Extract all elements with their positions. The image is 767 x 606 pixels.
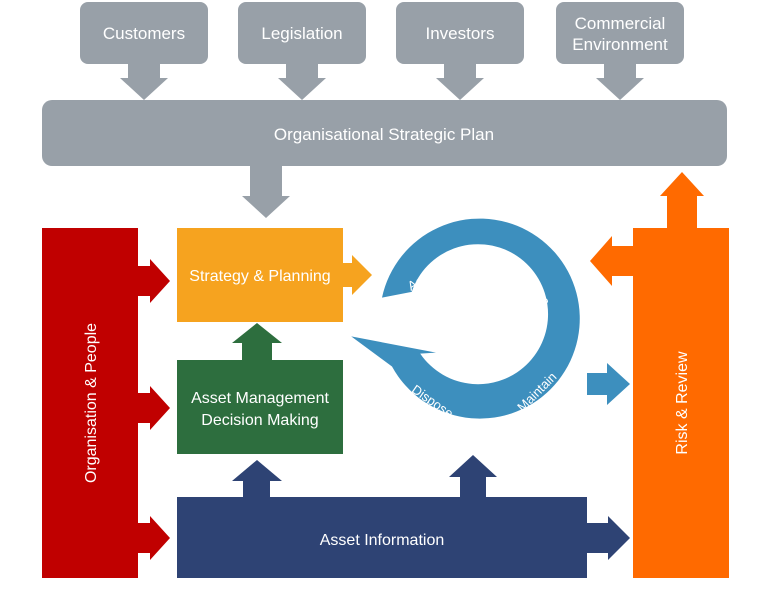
input-customers-arrow — [120, 63, 168, 100]
risk-to-strategic-plan-arrow — [660, 172, 704, 229]
strategy-planning-label: Strategy & Planning — [189, 268, 330, 285]
lifecycle-to-risk-arrow — [587, 363, 630, 405]
risk-review-column — [633, 228, 729, 578]
input-legislation: Legislation — [238, 2, 366, 100]
input-commercial-arrow — [596, 63, 644, 100]
decision-to-strategy-arrow — [232, 323, 282, 360]
asset-information: Asset Information — [177, 455, 630, 578]
strategic-plan-down-arrow — [242, 165, 290, 218]
strategy-planning-box — [177, 228, 343, 322]
decision-making-label-line1: Asset Management — [191, 390, 329, 407]
strategy-planning: Strategy & Planning — [177, 228, 372, 322]
input-investors-arrow — [436, 63, 484, 100]
decision-making-label-line2: Decision Making — [201, 412, 318, 429]
information-to-lifecycle-arrow — [449, 455, 497, 498]
information-to-decision-arrow — [232, 460, 282, 498]
input-investors: Investors — [396, 2, 524, 100]
decision-making-box — [177, 360, 343, 454]
organisation-arrow-bottom — [137, 516, 170, 560]
organisation-arrow-top — [137, 259, 170, 303]
decision-making: Asset Management Decision Making — [177, 360, 343, 454]
asset-information-bar — [177, 497, 587, 578]
input-commercial-label-line2: Environment — [572, 35, 668, 54]
strategic-plan: Organisational Strategic Plan — [42, 100, 727, 218]
input-investors-box — [396, 2, 524, 64]
lifecycle-cycle: Acquire Operate Maintain Dispose — [351, 218, 580, 421]
input-customers-label: Customers — [103, 24, 185, 43]
input-investors-label: Investors — [426, 24, 495, 43]
organisation-people-column — [42, 228, 138, 578]
input-commercial-box — [556, 2, 684, 64]
asset-information-label: Asset Information — [320, 532, 445, 549]
risk-review: Risk & Review — [590, 172, 729, 578]
information-to-risk-arrow — [586, 516, 630, 560]
input-commercial-environment: Commercial Environment — [556, 2, 684, 100]
strategy-planning-arrow — [342, 255, 372, 295]
organisation-people: Organisation & People — [42, 228, 170, 578]
input-commercial-label-line1: Commercial — [575, 14, 666, 33]
input-legislation-box — [238, 2, 366, 64]
strategic-plan-bar — [42, 100, 727, 166]
risk-to-strategy-arrow — [590, 236, 634, 286]
lifecycle-ring — [351, 218, 580, 419]
input-customers: Customers — [80, 2, 208, 100]
strategic-plan-label: Organisational Strategic Plan — [274, 125, 494, 144]
risk-review-label: Risk & Review — [674, 351, 691, 455]
organisation-people-label: Organisation & People — [83, 323, 100, 483]
input-legislation-arrow — [278, 63, 326, 100]
input-customers-box — [80, 2, 208, 64]
input-legislation-label: Legislation — [261, 24, 342, 43]
organisation-arrow-middle — [137, 386, 170, 430]
